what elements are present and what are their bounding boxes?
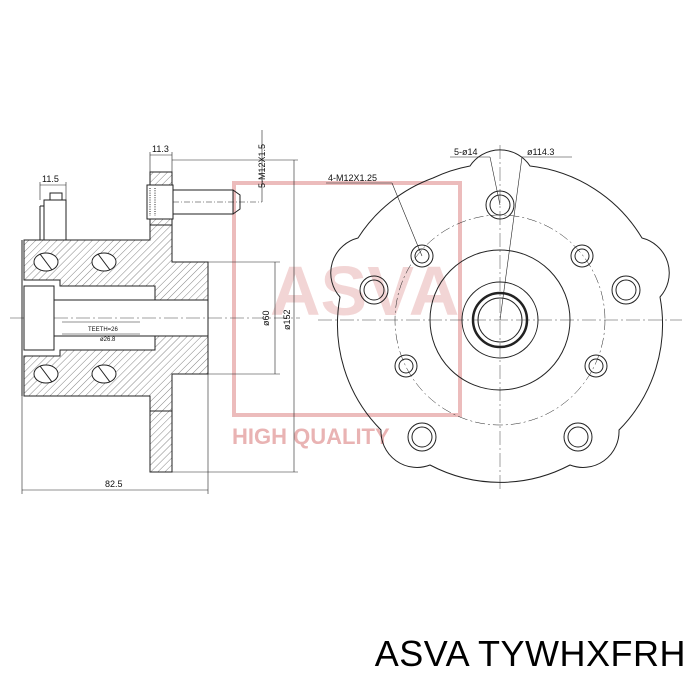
part-caption: ASVA TYWHXFRH bbox=[374, 633, 686, 674]
teeth-label: TEETH=26 bbox=[88, 327, 119, 333]
stud-holes bbox=[359, 190, 641, 452]
spline-area bbox=[62, 321, 140, 335]
side-dimensions bbox=[21, 130, 298, 494]
dim-threads: 4-M12X1.25 bbox=[328, 173, 377, 183]
hub-outline bbox=[21, 240, 209, 396]
center-bore-front bbox=[471, 291, 529, 349]
dim-holes: 5-ø14 bbox=[454, 147, 478, 157]
hub-outer bbox=[429, 249, 571, 391]
dim-outer-dia: ø152 bbox=[282, 309, 292, 330]
dim-pcd: ø114.3 bbox=[527, 147, 554, 157]
dim-inner-dia: ø60 bbox=[261, 310, 271, 326]
top-flange bbox=[43, 192, 67, 241]
watermark-tagline: HIGH QUALITY bbox=[232, 424, 390, 449]
front-view bbox=[318, 145, 682, 490]
lower-bearing bbox=[33, 364, 117, 384]
front-leaders bbox=[326, 156, 572, 321]
dim-11-3: 11.3 bbox=[152, 144, 169, 154]
side-view bbox=[10, 130, 300, 494]
flange-outline bbox=[330, 149, 670, 483]
upper-bearing bbox=[33, 252, 117, 272]
teeth-sub: ø26.8 bbox=[100, 337, 116, 343]
dim-thread: 5-M12X1.5 bbox=[257, 144, 267, 188]
dim-total-length: 82.5 bbox=[105, 479, 123, 489]
hub-mid bbox=[461, 281, 539, 359]
mount-holes bbox=[394, 244, 608, 378]
dim-11-5: 11.5 bbox=[42, 174, 59, 184]
center-bore bbox=[23, 285, 55, 351]
watermark: ASVA HIGH QUALITY bbox=[232, 181, 462, 449]
wheel-stud bbox=[146, 184, 262, 220]
